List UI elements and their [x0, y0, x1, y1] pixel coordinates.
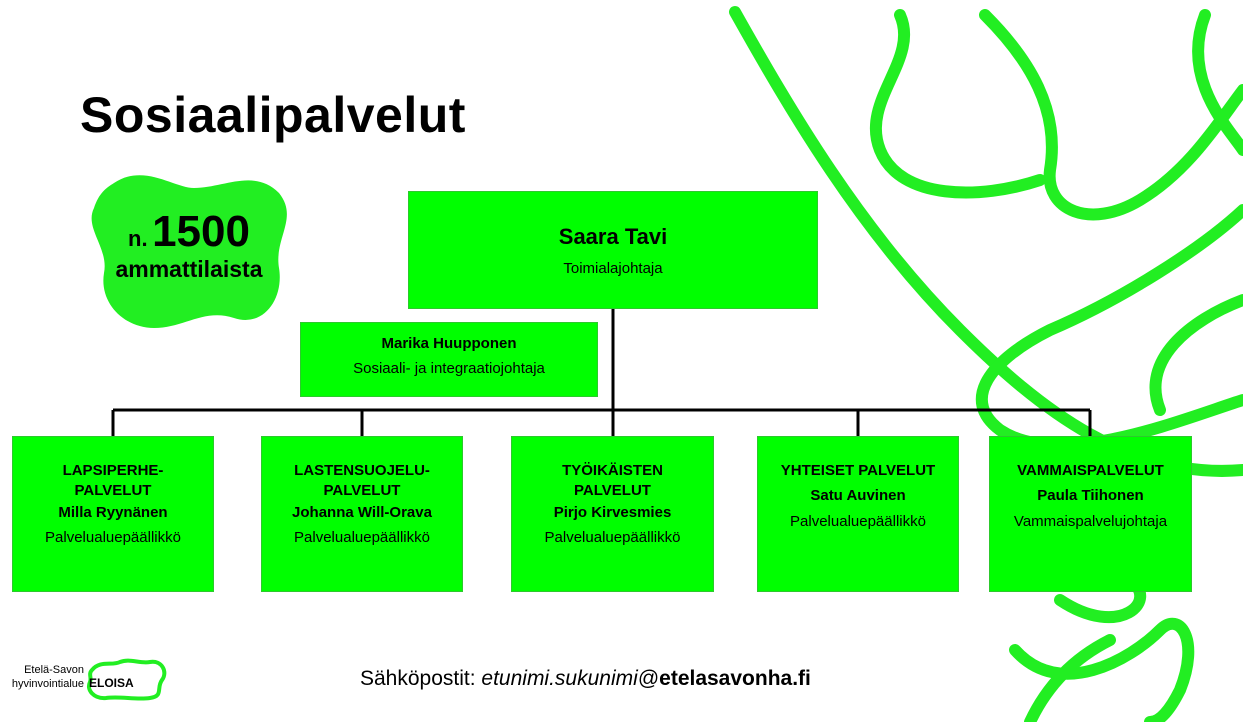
unit-name: VAMMAISPALVELUT	[990, 461, 1191, 481]
unit-box-lastensuojelu: LASTENSUOJELU- PALVELUT Johanna Will-Ora…	[261, 436, 463, 592]
unit-head-role: Palvelualuepäällikkö	[45, 529, 181, 546]
unit-name: TYÖIKÄISTEN PALVELUT	[512, 461, 713, 500]
unit-box-lapsiperhe: LAPSIPERHE- PALVELUT Milla Ryynänen Palv…	[12, 436, 214, 592]
eloisa-logo	[87, 658, 167, 701]
unit-head-name: Paula Tiihonen	[1037, 486, 1144, 504]
unit-name: LASTENSUOJELU- PALVELUT	[262, 461, 462, 500]
staff-count-prefix: n.	[128, 226, 148, 251]
unit-head-role: Palvelualuepäällikkö	[790, 512, 926, 530]
unit-name-line: PALVELUT	[74, 481, 152, 499]
staff-count: n. 1500 ammattilaista	[84, 210, 294, 281]
director-name: Saara Tavi	[558, 224, 668, 249]
unit-box-yhteiset: YHTEISET PALVELUT Satu Auvinen Palvelual…	[757, 436, 959, 592]
unit-head-name: Johanna Will-Orava	[292, 504, 432, 521]
stat-blob	[91, 175, 287, 328]
logo-line-2: hyvinvointialue	[11, 677, 84, 690]
unit-name-line: TYÖIKÄISTEN	[562, 462, 663, 479]
director-box: Saara Tavi Toimialajohtaja	[408, 191, 818, 309]
unit-head-role: Vammaispalvelujohtaja	[1013, 512, 1168, 530]
unit-name: LAPSIPERHE- PALVELUT	[13, 461, 213, 500]
email-note: Sähköpostit: etunimi.sukunimi@etelasavon…	[360, 667, 811, 691]
unit-head-name: Pirjo Kirvesmies	[553, 504, 672, 521]
deputy-role: Sosiaali- ja integraatiojohtaja	[353, 360, 545, 377]
email-user: etunimi.sukunimi	[481, 667, 638, 690]
email-domain: etelasavonha.fi	[659, 667, 811, 690]
unit-name-line: YHTEISET PALVELUT	[780, 462, 936, 479]
unit-name: YHTEISET PALVELUT	[758, 461, 958, 481]
email-at: @	[637, 667, 660, 690]
unit-name-line: VAMMAISPALVELUT	[1017, 462, 1164, 479]
logo-line-1: Etelä-Savon	[24, 664, 84, 676]
unit-name-line: PALVELUT	[574, 481, 651, 499]
unit-head-name: Satu Auvinen	[810, 486, 906, 504]
director-role: Toimialajohtaja	[563, 260, 663, 277]
logo-wordmark: ELOISA	[89, 676, 134, 690]
logo-text: Etelä-Savon hyvinvointialue	[8, 664, 84, 692]
unit-name-line: LAPSIPERHE-	[62, 462, 164, 479]
deputy-name: Marika Huupponen	[381, 335, 517, 352]
page-title: Sosiaalipalvelut	[80, 87, 466, 143]
unit-head-role: Palvelualuepäällikkö	[544, 529, 681, 546]
unit-box-tyoikaisten: TYÖIKÄISTEN PALVELUT Pirjo Kirvesmies Pa…	[511, 436, 714, 592]
staff-count-number: 1500	[152, 207, 250, 256]
unit-box-vammais: VAMMAISPALVELUT Paula Tiihonen Vammaispa…	[989, 436, 1192, 592]
unit-name-line: LASTENSUOJELU-	[294, 462, 430, 479]
email-label: Sähköpostit:	[360, 667, 482, 690]
deputy-box: Marika Huupponen Sosiaali- ja integraati…	[300, 322, 598, 397]
staff-count-unit: ammattilaista	[115, 256, 263, 282]
unit-name-line: PALVELUT	[323, 481, 401, 499]
unit-head-role: Palvelualuepäällikkö	[294, 529, 430, 546]
unit-head-name: Milla Ryynänen	[58, 504, 168, 521]
